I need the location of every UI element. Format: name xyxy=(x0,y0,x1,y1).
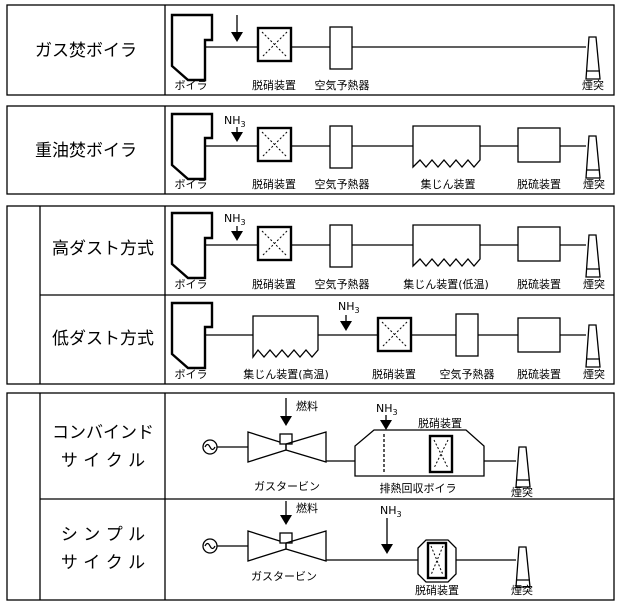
denox-label: 脱硝装置 xyxy=(418,416,462,430)
caption-denox: 脱硝装置 xyxy=(372,367,416,381)
air-preheater-icon xyxy=(329,224,353,268)
nh3-label: NH3 xyxy=(224,114,246,129)
caption-desulfurizer: 脱硫装置 xyxy=(517,367,561,381)
caption-stack: 煙突 xyxy=(583,177,605,191)
caption-stack: 煙突 xyxy=(511,485,533,499)
caption-desulfurizer: 脱硫装置 xyxy=(517,177,561,191)
nh3-label: NH3 xyxy=(224,212,246,227)
dust-collector-icon xyxy=(412,125,481,169)
hrsg-duct-icon xyxy=(354,429,485,461)
air-preheater-icon xyxy=(329,125,353,169)
caption-desulfurizer: 脱硫装置 xyxy=(517,277,561,291)
row-combined-cycle: コンバインド サ イ ク ル 燃料 NH3 脱硝装置 ガスタービン 排熱 xyxy=(52,398,533,499)
denox-unit-icon xyxy=(256,126,293,163)
row-label-line1: コンバインド xyxy=(52,423,154,443)
injection-arrow-icon xyxy=(381,544,393,554)
fuel-label: 燃料 xyxy=(296,501,318,515)
caption-denox: 脱硝装置 xyxy=(415,583,459,597)
caption-stack: 煙突 xyxy=(511,583,533,597)
air-preheater-icon xyxy=(455,313,479,357)
desulfurizer-icon xyxy=(517,317,561,353)
stack-icon xyxy=(515,546,531,588)
section-frame xyxy=(6,392,615,601)
dust-collector-icon xyxy=(252,315,319,360)
turbine-icon xyxy=(285,530,327,562)
row-high-dust: 高ダスト方式 NH3 ボイラ 脱硝装置 空気予熱器 集じん装置(低温) 脱硫装置… xyxy=(52,211,605,291)
caption-stack: 煙突 xyxy=(582,78,604,92)
injection-arrow-icon xyxy=(231,32,243,42)
row-label: ガス焚ボイラ xyxy=(35,41,137,61)
turbine-icon xyxy=(285,431,327,463)
section-gas-turbine: コンバインド サ イ ク ル 燃料 NH3 脱硝装置 ガスタービン 排熱 xyxy=(6,392,615,601)
denox-unit-icon xyxy=(426,541,448,580)
caption-dust-collector: 集じん装置(低温) xyxy=(403,277,489,291)
injection-arrow-icon xyxy=(340,321,352,331)
fuel-arrow-icon xyxy=(280,416,292,426)
dust-collector-icon xyxy=(412,224,481,268)
boiler-icon xyxy=(170,112,214,181)
boiler-icon xyxy=(170,13,214,82)
nh3-label: NH3 xyxy=(376,402,398,417)
caption-stack: 煙突 xyxy=(583,367,605,381)
row-label-line2: サ イ ク ル xyxy=(61,451,145,471)
section-coal-boiler: 高ダスト方式 NH3 ボイラ 脱硝装置 空気予熱器 集じん装置(低温) 脱硫装置… xyxy=(6,205,615,385)
row-label: 高ダスト方式 xyxy=(52,239,154,259)
stack-icon xyxy=(585,324,601,368)
section-oil-boiler: 重油焚ボイラ NH3 ボイラ 脱硝装置 空気予熱器 集じん装置 脱硫装置 煙突 xyxy=(6,105,615,195)
caption-air-preheater: 空気予熱器 xyxy=(440,367,495,381)
caption-boiler: ボイラ xyxy=(175,368,208,381)
denox-unit-icon xyxy=(428,434,454,474)
caption-air-preheater: 空気予熱器 xyxy=(315,78,370,92)
caption-denox: 脱硝装置 xyxy=(252,177,296,191)
denox-unit-icon xyxy=(256,26,293,63)
boiler-icon xyxy=(170,211,214,280)
fuel-arrow-icon xyxy=(280,515,292,525)
row-low-dust: 低ダスト方式 NH3 ボイラ 集じん装置(高温) 脱硝装置 空気予熱器 脱硫装置… xyxy=(52,300,605,381)
caption-air-preheater: 空気予熱器 xyxy=(315,277,370,291)
caption-denox: 脱硝装置 xyxy=(252,277,296,291)
row-label: 重油焚ボイラ xyxy=(35,141,137,161)
injection-arrow-icon xyxy=(231,132,243,142)
caption-gas-turbine: ガスタービン xyxy=(254,480,320,493)
stack-icon xyxy=(585,135,601,179)
caption-stack: 煙突 xyxy=(583,277,605,291)
row-simple-cycle: シ ン プ ル サ イ ク ル 燃料 NH3 ガスタービン 脱硝装置 煙突 xyxy=(61,501,533,597)
caption-boiler: ボイラ xyxy=(175,278,208,291)
caption-boiler: ボイラ xyxy=(175,79,208,92)
injection-arrow-icon xyxy=(231,231,243,241)
row-label-line1: シ ン プ ル xyxy=(61,525,145,545)
denox-vessel-icon xyxy=(417,539,457,583)
row-label-line2: サ イ ク ル xyxy=(61,553,145,573)
caption-gas-turbine: ガスタービン xyxy=(251,570,317,583)
boiler-icon xyxy=(170,301,214,370)
nh3-label: NH3 xyxy=(338,300,360,315)
injection-arrow-icon xyxy=(380,420,392,430)
desulfurizer-icon xyxy=(517,127,561,163)
caption-boiler: ボイラ xyxy=(175,178,208,191)
caption-dust-collector: 集じん装置 xyxy=(421,177,476,191)
caption-denox: 脱硝装置 xyxy=(252,78,296,92)
caption-air-preheater: 空気予熱器 xyxy=(315,177,370,191)
nh3-label: NH3 xyxy=(380,504,402,519)
desulfurizer-icon xyxy=(517,226,561,262)
denox-unit-icon xyxy=(256,225,293,262)
air-preheater-icon xyxy=(329,26,353,70)
caption-dust-collector: 集じん装置(高温) xyxy=(243,367,329,381)
section-frame xyxy=(6,105,615,195)
section-gas-boiler: ガス焚ボイラ ボイラ 脱硝装置 空気予熱器 煙突 xyxy=(6,4,615,96)
stack-icon xyxy=(515,446,531,488)
stack-icon xyxy=(585,36,601,80)
fuel-label: 燃料 xyxy=(296,399,318,413)
section-frame xyxy=(6,4,615,96)
stack-icon xyxy=(585,234,601,278)
caption-hrsg: 排熱回収ボイラ xyxy=(380,481,457,495)
row-label: 低ダスト方式 xyxy=(52,329,154,349)
